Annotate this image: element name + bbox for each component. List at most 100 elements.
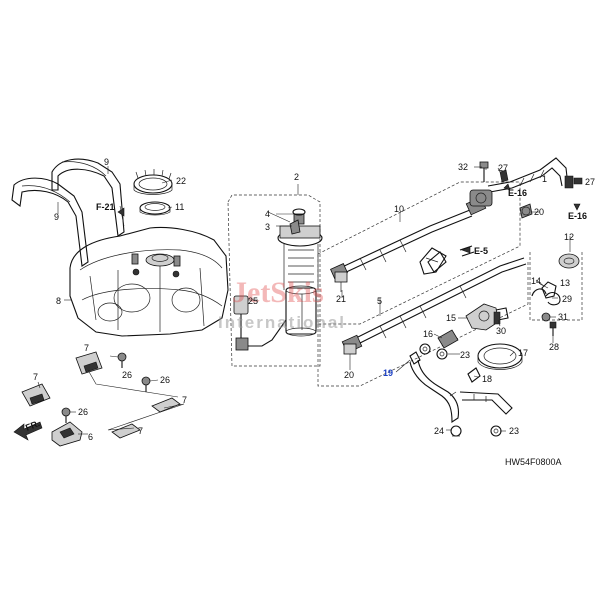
label-part-9-a: 9 (104, 157, 109, 167)
watermark: JetSkis International (218, 276, 346, 332)
label-part-7-a: 7 (33, 372, 38, 382)
label-part-23-b: 23 (509, 426, 519, 436)
label-part-27-a: 27 (498, 163, 508, 173)
label-part-32: 32 (458, 162, 468, 172)
clip-29 (545, 291, 561, 306)
clip-3 (289, 219, 301, 235)
ref-e16-arrow-a (503, 183, 511, 191)
label-part-14: 14 (531, 276, 541, 286)
bracket-7-left (21, 383, 51, 407)
label-part-13: 13 (560, 278, 570, 288)
label-part-22: 22 (176, 176, 186, 186)
label-part-26-a: 26 (122, 370, 132, 380)
label-part-10: 10 (394, 204, 404, 214)
bracket-7-right (111, 397, 181, 439)
ref-e16-a[interactable]: E-16 (508, 188, 527, 198)
ref-f21-arrow (117, 207, 125, 217)
label-part-9-b: 9 (54, 212, 59, 222)
label-part-29: 29 (562, 294, 572, 304)
bracket-e5 (419, 245, 475, 275)
bolt-26-b (141, 376, 151, 392)
clamp-24 (450, 425, 462, 437)
label-part-21: 21 (336, 294, 346, 304)
pump-box-2 (227, 184, 321, 367)
clamp-23 (436, 348, 448, 360)
label-part-15: 15 (446, 313, 456, 323)
bracket-7-top (75, 351, 103, 375)
o-ring-4 (292, 208, 306, 216)
front-arrow (13, 421, 43, 441)
clip-27 (499, 169, 509, 183)
label-part-7-d: 7 (138, 426, 143, 436)
label-part-6: 6 (88, 432, 93, 442)
clamp-20-lower (343, 343, 357, 368)
strap-9-lower (11, 177, 89, 267)
watermark-line-1: JetSkis (232, 276, 324, 309)
vent-hose-19 (409, 351, 513, 424)
clamp-26 (419, 343, 431, 355)
clip-14 (531, 288, 547, 297)
bolt-32 (479, 161, 489, 182)
direction-label-fr: FR. (24, 418, 41, 433)
label-part-27-b: 27 (585, 177, 595, 187)
vent-tube-lower (341, 251, 527, 354)
label-part-31: 31 (558, 312, 568, 322)
label-part-3: 3 (265, 222, 270, 232)
seal-17 (477, 343, 523, 370)
ref-f21[interactable]: F-21 (96, 202, 115, 212)
ref-e16-b[interactable]: E-16 (568, 211, 587, 221)
label-part-4: 4 (265, 209, 270, 219)
bolt-26-c (61, 407, 71, 423)
label-part-20-b: 20 (344, 370, 354, 380)
label-part-16: 16 (423, 329, 433, 339)
label-part-2: 2 (294, 172, 299, 182)
ref-e16-arrow (573, 203, 581, 211)
grommet-12 (529, 250, 583, 321)
ref-e5[interactable]: E-5 (474, 246, 488, 256)
ref-e5-arrow (461, 246, 471, 254)
label-part-5: 5 (377, 296, 382, 306)
hose-16 (437, 329, 459, 349)
label-part-1: 1 (542, 174, 547, 184)
fuel-feed-tube-10 (330, 196, 487, 279)
callout-labels: 1 2 3 4 5 6 7 7 7 7 8 9 9 10 11 12 13 14… (33, 157, 595, 442)
label-part-7-c: 7 (182, 395, 187, 405)
fuel-gauge-sender-25 (233, 295, 287, 351)
leader-lines (37, 166, 571, 435)
label-part-26-c: 26 (78, 407, 88, 417)
watermark-line-2: International (218, 313, 346, 332)
lock-ring-22 (133, 169, 173, 195)
strap-9-upper (51, 158, 125, 237)
label-part-26-b: 26 (160, 375, 170, 385)
clip-18 (467, 367, 481, 383)
pad-6 (51, 421, 83, 447)
clip-27-right (573, 177, 583, 185)
label-part-28: 28 (549, 342, 559, 352)
label-part-19-highlighted[interactable]: 19 (383, 368, 393, 378)
label-part-24: 24 (434, 426, 444, 436)
reference-labels: F-21 E-16 E-16 E-5 (96, 183, 587, 256)
diagram-code: HW54F0800A (505, 457, 562, 467)
label-part-7-b: 7 (84, 343, 89, 353)
bolt-26-a (117, 352, 127, 368)
label-part-17: 17 (518, 348, 528, 358)
label-part-12: 12 (564, 232, 574, 242)
gasket-11 (139, 201, 171, 216)
clip-30 (493, 311, 501, 325)
clip-31 (541, 312, 551, 322)
quick-connector-21 (334, 271, 348, 292)
label-part-25: 25 (248, 296, 258, 306)
clamp-20-upper (519, 203, 533, 219)
label-part-30: 30 (496, 326, 506, 336)
label-part-8: 8 (56, 296, 61, 306)
label-part-23-a: 23 (460, 350, 470, 360)
fuel-tank-8 (69, 227, 229, 337)
hose-clamp-13 (541, 281, 557, 299)
label-part-20-a: 20 (534, 207, 544, 217)
label-part-11: 11 (175, 202, 184, 212)
tube-box-5 (317, 181, 529, 387)
bolt-28 (549, 321, 557, 336)
clamp-23-lower (490, 425, 502, 437)
